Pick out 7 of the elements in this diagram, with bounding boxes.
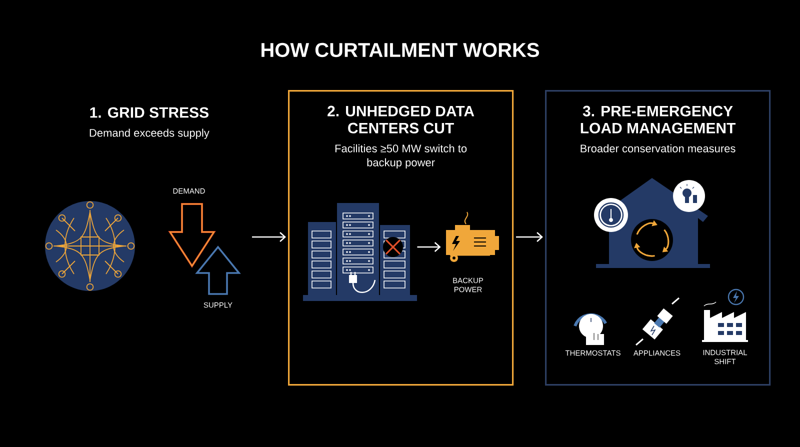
arrow [252, 232, 286, 242]
arrow [516, 232, 543, 242]
stage-heading: 1. GRID STRESS Demand exceeds supply [90, 107, 210, 139]
page-title: HOW CURTAILMENT WORKS [262, 42, 539, 58]
generator-drawing [446, 212, 499, 262]
arrow [417, 242, 441, 252]
server-rack-drawing [303, 203, 417, 301]
